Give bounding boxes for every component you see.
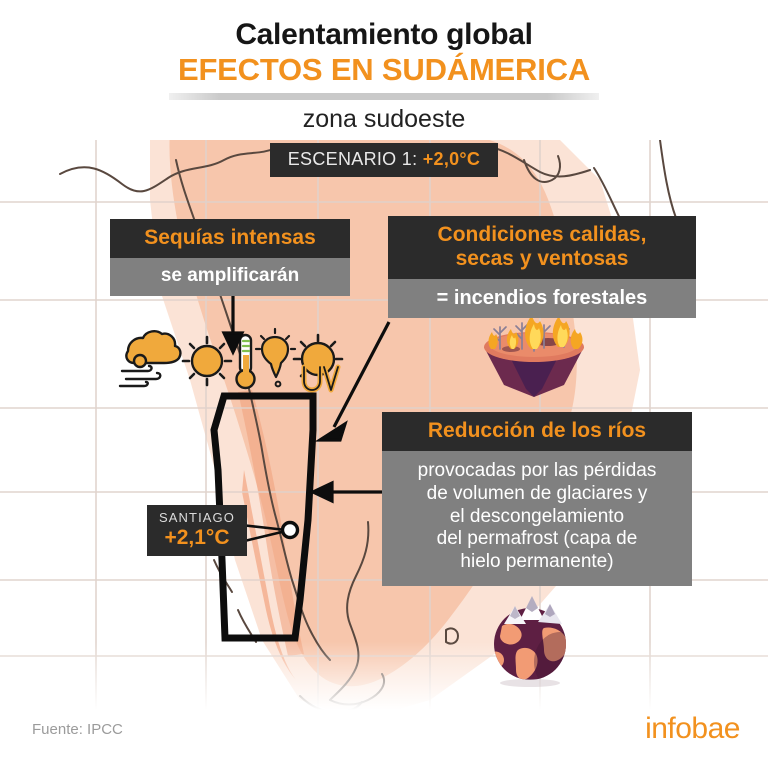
callout-fire-body: = incendios forestales [388, 278, 696, 318]
thermometer-heat-icon [235, 327, 297, 390]
wind-cloud-icon [118, 330, 182, 388]
callout-droughts: Sequías intensas se amplificarán [110, 219, 350, 296]
globe-glacier-icon [494, 596, 566, 687]
arrow-fire [314, 321, 391, 442]
page-title: Calentamiento global [235, 18, 533, 51]
southwest-zone-outline [210, 392, 317, 642]
santiago-marker-dot [280, 520, 300, 540]
callout-rivers-line1: provocadas por las pérdidas [417, 459, 657, 481]
callout-fire-title-line1: Condiciones calidas, [437, 223, 647, 246]
uv-sun-icon [292, 333, 344, 393]
forest-fire-icon [484, 315, 584, 397]
scenario-label: ESCENARIO 1: [287, 148, 418, 169]
santiago-city-name: SANTIAGO [159, 510, 235, 525]
callout-fire-title: Condiciones calidas, secas y ventosas [388, 216, 696, 279]
callout-rivers-line3: el descongelamiento [449, 505, 625, 527]
title-divider [169, 92, 599, 100]
callout-rivers-title: Reducción de los ríos [382, 412, 692, 451]
callout-rivers-line4: del permafrost (capa de [436, 528, 638, 550]
callout-rivers-body: provocadas por las pérdidas de volumen d… [382, 450, 692, 586]
callout-fire: Condiciones calidas, secas y ventosas = … [388, 216, 696, 318]
page-subtitle: EFECTOS EN SUDÁMERICA [177, 52, 591, 87]
arrow-rivers [309, 480, 382, 504]
zone-label: zona sudoeste [302, 104, 466, 133]
scenario-value: +2,0°C [422, 148, 481, 169]
infobae-logo: infobae [645, 712, 740, 745]
callout-fire-title-line2: secas y ventosas [455, 246, 629, 270]
header: Calentamiento global EFECTOS EN SUDÁMERI… [0, 0, 768, 177]
callout-droughts-title: Sequías intensas [110, 219, 350, 258]
weather-icon-row [118, 327, 344, 393]
flames [488, 315, 583, 349]
scenario-banner: ESCENARIO 1: +2,0°C [269, 142, 499, 177]
callout-rivers-line5: hielo permanente) [460, 551, 614, 573]
arrow-droughts [221, 292, 245, 356]
sun-icon [181, 335, 233, 387]
callout-rivers: Reducción de los ríos provocadas por las… [382, 412, 692, 586]
callout-rivers-line2: de volumen de glaciares y [426, 482, 648, 504]
mountain-peaks [504, 596, 562, 624]
santiago-temperature: +2,1°C [164, 525, 230, 549]
callout-droughts-body: se amplificarán [110, 257, 350, 296]
source-label: Fuente: IPCC [32, 721, 123, 738]
santiago-marker-label: SANTIAGO +2,1°C [147, 505, 247, 556]
